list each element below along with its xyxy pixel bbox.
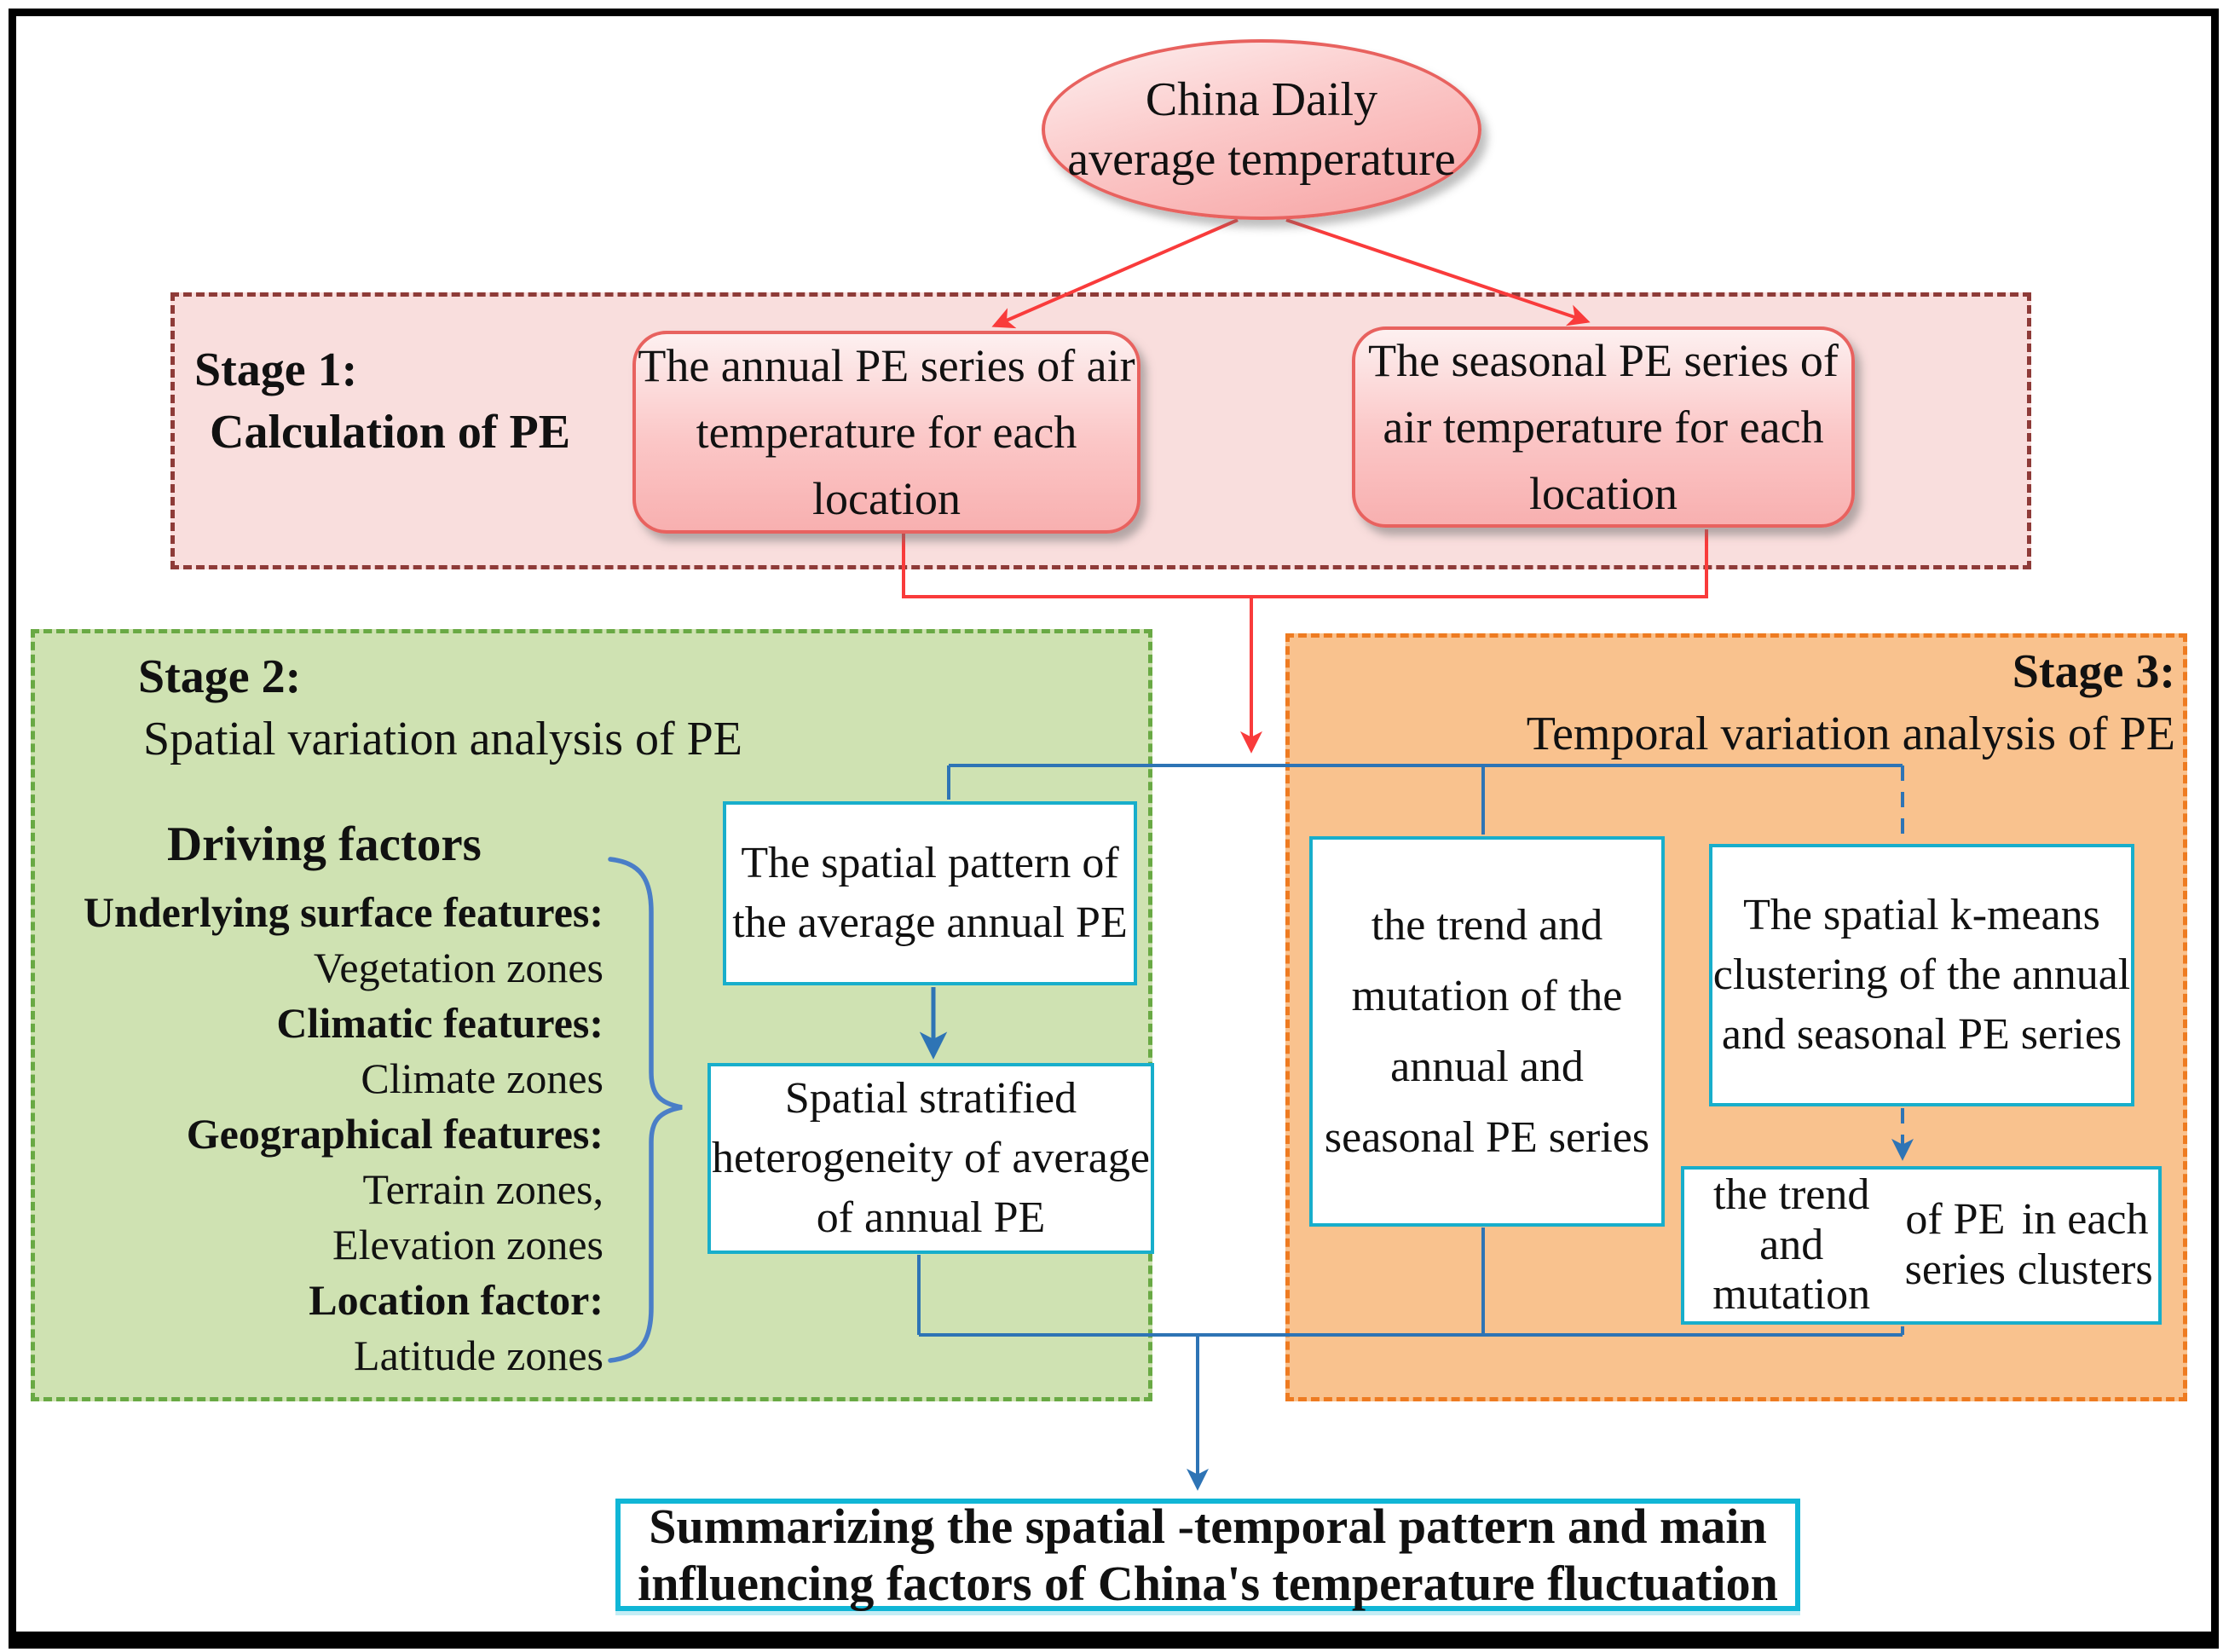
- node-spatial-stratified-heterogeneity: Spatial stratified heterogeneity of aver…: [707, 1063, 1154, 1254]
- summary-line2: influencing factors of China's temperatu…: [638, 1556, 1778, 1611]
- driving-factors-title: Driving factors: [167, 817, 482, 871]
- stage1-title: Stage 1:: [194, 344, 358, 396]
- node-kmeans-clustering-label: The spatial k-means clustering of the an…: [1712, 890, 2131, 1060]
- stage3-subtitle: Temporal variation analysis of PE: [1526, 707, 2175, 760]
- node-annual-pe-series: The annual PE series of air temperature …: [632, 331, 1140, 534]
- red-collector-line: [902, 529, 1708, 598]
- arrow-ellipse-to-annual: [991, 218, 1239, 329]
- node-trend-clusters-line2: of PE series: [1904, 1195, 2007, 1294]
- factor-climatic-features: Climatic features:: [276, 999, 603, 1047]
- factor-latitude-zones: Latitude zones: [354, 1331, 603, 1379]
- start-node-label: China Daily average temperature: [1067, 73, 1456, 186]
- stage3-label: Stage 3: Temporal variation analysis of …: [1313, 641, 2175, 765]
- node-annual-pe-series-label: The annual PE series of air temperature …: [638, 339, 1135, 525]
- factor-terrain-zones: Terrain zones,: [362, 1165, 603, 1213]
- stage2-subtitle: Spatial variation analysis of PE: [143, 712, 742, 765]
- arrow-ellipse-to-seasonal: [1285, 218, 1591, 326]
- factor-underlying-surface: Underlying surface features:: [83, 888, 603, 936]
- stage2-title: Stage 2:: [138, 650, 302, 703]
- factor-geographical-features: Geographical features:: [186, 1110, 603, 1158]
- node-trend-clusters-line1: the trend and mutation: [1712, 1170, 1871, 1320]
- stage1-label: Stage 1: Calculation of PE: [194, 339, 570, 464]
- stage3-title: Stage 3:: [2012, 645, 2175, 698]
- factor-location-factor: Location factor:: [309, 1276, 603, 1324]
- node-spatial-pattern-label: The spatial pattern of the average annua…: [732, 838, 1128, 947]
- node-seasonal-pe-series: The seasonal PE series of air temperatur…: [1352, 326, 1855, 528]
- driving-factors-brace: [608, 857, 683, 1363]
- factor-elevation-zones: Elevation zones: [332, 1221, 603, 1268]
- stage1-subtitle: Calculation of PE: [210, 405, 571, 459]
- node-trend-clusters-line3: in each clusters: [2017, 1195, 2153, 1294]
- node-spatial-pattern: The spatial pattern of the average annua…: [723, 801, 1137, 985]
- node-kmeans-clustering: The spatial k-means clustering of the an…: [1709, 844, 2134, 1106]
- summary-line1: Summarizing the spatial -temporal patter…: [649, 1498, 1767, 1554]
- node-trend-mutation-label: the trend and mutation of the annual and…: [1324, 900, 1650, 1163]
- driving-factors-list: Underlying surface features: Vegetation …: [34, 887, 603, 1385]
- node-spatial-stratified-label: Spatial stratified heterogeneity of aver…: [712, 1073, 1150, 1243]
- node-trend-mutation-clusters: the trend and mutation of PE series in e…: [1681, 1166, 2162, 1325]
- node-summary: Summarizing the spatial -temporal patter…: [615, 1499, 1800, 1611]
- node-trend-mutation-annual-seasonal: the trend and mutation of the annual and…: [1309, 836, 1665, 1227]
- outer-frame: [9, 9, 2219, 1649]
- factor-vegetation-zones: Vegetation zones: [313, 944, 603, 991]
- factor-climate-zones: Climate zones: [361, 1054, 603, 1102]
- node-seasonal-pe-series-label: The seasonal PE series of air temperatur…: [1368, 334, 1839, 520]
- stage2-label: Stage 2: Spatial variation analysis of P…: [138, 646, 742, 771]
- start-node-china-daily-temperature: China Daily average temperature: [1042, 39, 1481, 220]
- stage2-panel: [31, 629, 1152, 1401]
